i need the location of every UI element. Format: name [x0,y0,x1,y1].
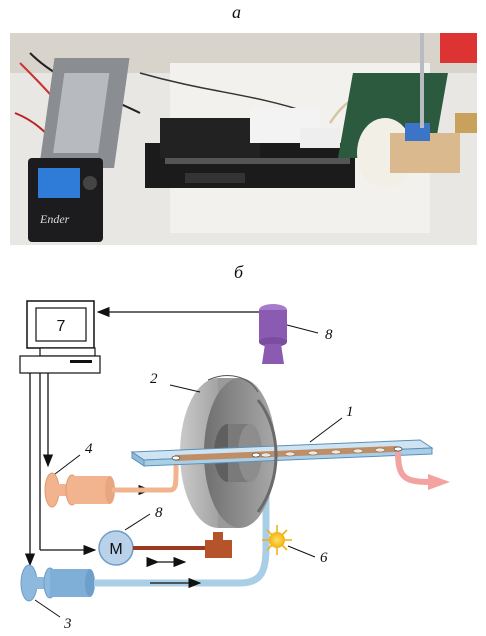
outlet-arrow [428,474,450,490]
label-2: 2 [150,371,158,387]
panel-label-b: б [234,262,244,282]
printer-controller: Ender [28,158,103,242]
outlet-tube [395,451,431,485]
label-8: 8 [155,505,163,521]
schematic-diagram: 7 8 4 3 [19,300,450,632]
label-4: 4 [85,441,93,457]
syringe-pump [145,108,355,188]
computer: 7 [19,300,101,374]
callout-line-1 [309,417,343,443]
label-6: 6 [320,550,328,566]
control-lines [24,373,97,567]
computer-label: 7 [57,318,66,335]
motor: M [98,530,134,566]
microfluidic-chip [130,439,434,467]
disk-front-rim [256,399,278,513]
callout-line-4 [54,454,81,475]
callout-line-3 [34,599,61,618]
callout-line-8 [124,513,151,531]
label-5: 8 [325,327,333,343]
syringe-pump-3 [20,564,95,602]
light-source [262,525,292,555]
orange-tube [112,454,179,493]
power-supply [39,58,130,168]
actuator-rod [133,546,207,550]
panel-label-a: а [232,2,241,22]
camera [259,304,287,364]
controller-brand-text: Ender [39,212,70,226]
callout-line-6 [287,545,316,558]
actuator-block [205,540,232,558]
callout-line-2 [169,384,201,393]
setup-photo: Ender [10,33,477,245]
syringe-pump-4 [44,472,115,508]
label-1: 1 [346,404,354,420]
motor-label: M [109,541,122,558]
label-3: 3 [63,616,72,632]
callout-line-5 [286,324,319,334]
